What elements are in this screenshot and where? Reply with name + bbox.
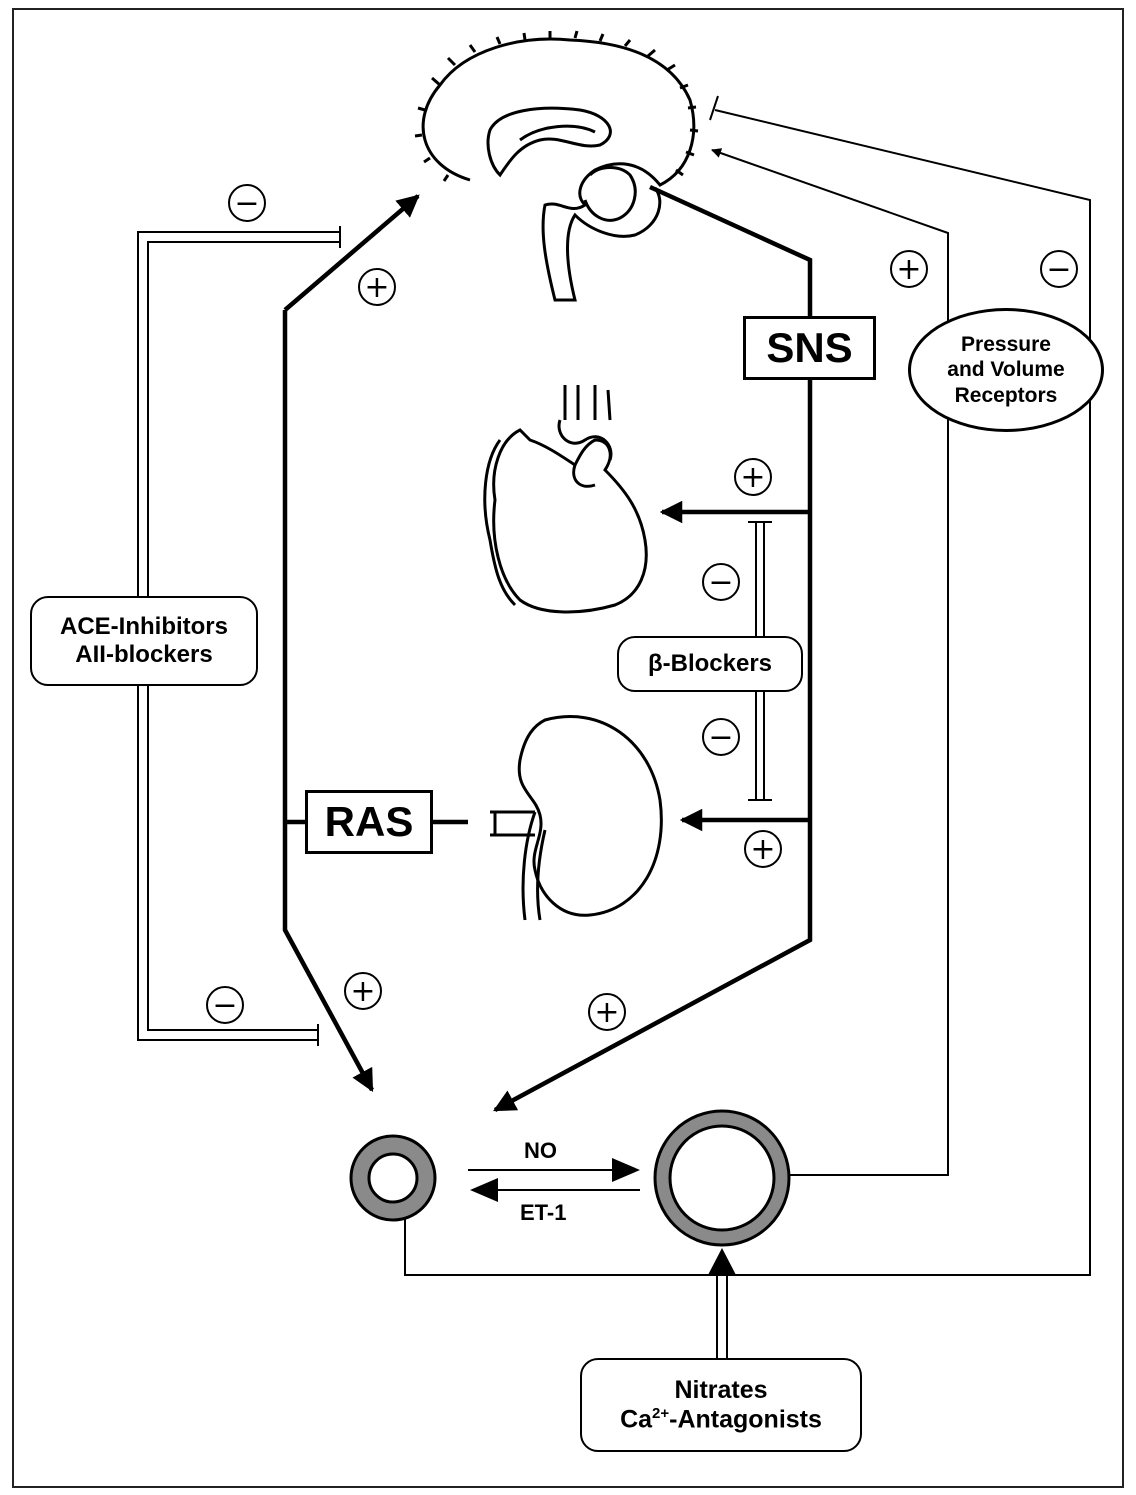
receptors-line-1: Pressure [961,332,1051,357]
minus-sign-ace-bottom: − [206,986,244,1024]
no-label: NO [524,1138,557,1164]
et1-label: ET-1 [520,1200,566,1226]
nitrates-box: Nitrates Ca2+-Antagonists [580,1358,862,1452]
minus-sign-beta-top: − [702,563,740,601]
beta-blockers-box: β-Blockers [617,636,803,692]
brain-icon [415,31,698,300]
heart-icon [485,385,646,612]
sns-box: SNS [743,316,876,380]
kidney-icon [490,717,661,920]
ras-pathway [285,196,468,1090]
plus-sign-receptor: + [890,250,928,288]
minus-sign-receptor: − [1040,250,1078,288]
ace-inhibitors-box: ACE-Inhibitors AII-blockers [30,596,258,686]
nitrates-line-1: Nitrates [674,1376,767,1405]
sns-label: SNS [766,324,852,372]
minus-sign-ace-top: − [228,184,266,222]
ras-label: RAS [325,798,414,846]
ace-line-1: ACE-Inhibitors [60,613,228,641]
minus-sign-beta-bottom: − [702,718,740,756]
plus-sign-sns-vessel: + [588,993,626,1031]
ras-box: RAS [305,790,433,854]
et1-arrowhead [470,1178,498,1202]
nitrates-line-2: Ca2+-Antagonists [620,1405,822,1434]
nitrates-pathway [717,1270,727,1365]
nitrates-arrowhead [708,1248,736,1275]
plus-sign-brain-ras: + [358,268,396,306]
vessel-constricted-icon [351,1136,435,1220]
receptors-line-3: Receptors [955,383,1058,408]
plus-sign-ras-vessel: + [344,972,382,1010]
beta-label: β-Blockers [648,650,772,678]
vessel-dilated-icon [655,1111,789,1245]
ace-line-2: AII-blockers [75,641,212,669]
receptors-line-2: and Volume [947,357,1064,382]
no-arrowhead [612,1158,640,1182]
plus-sign-kidney: + [744,830,782,868]
receptors-ellipse: Pressure and Volume Receptors [908,308,1104,432]
plus-sign-heart: + [734,458,772,496]
